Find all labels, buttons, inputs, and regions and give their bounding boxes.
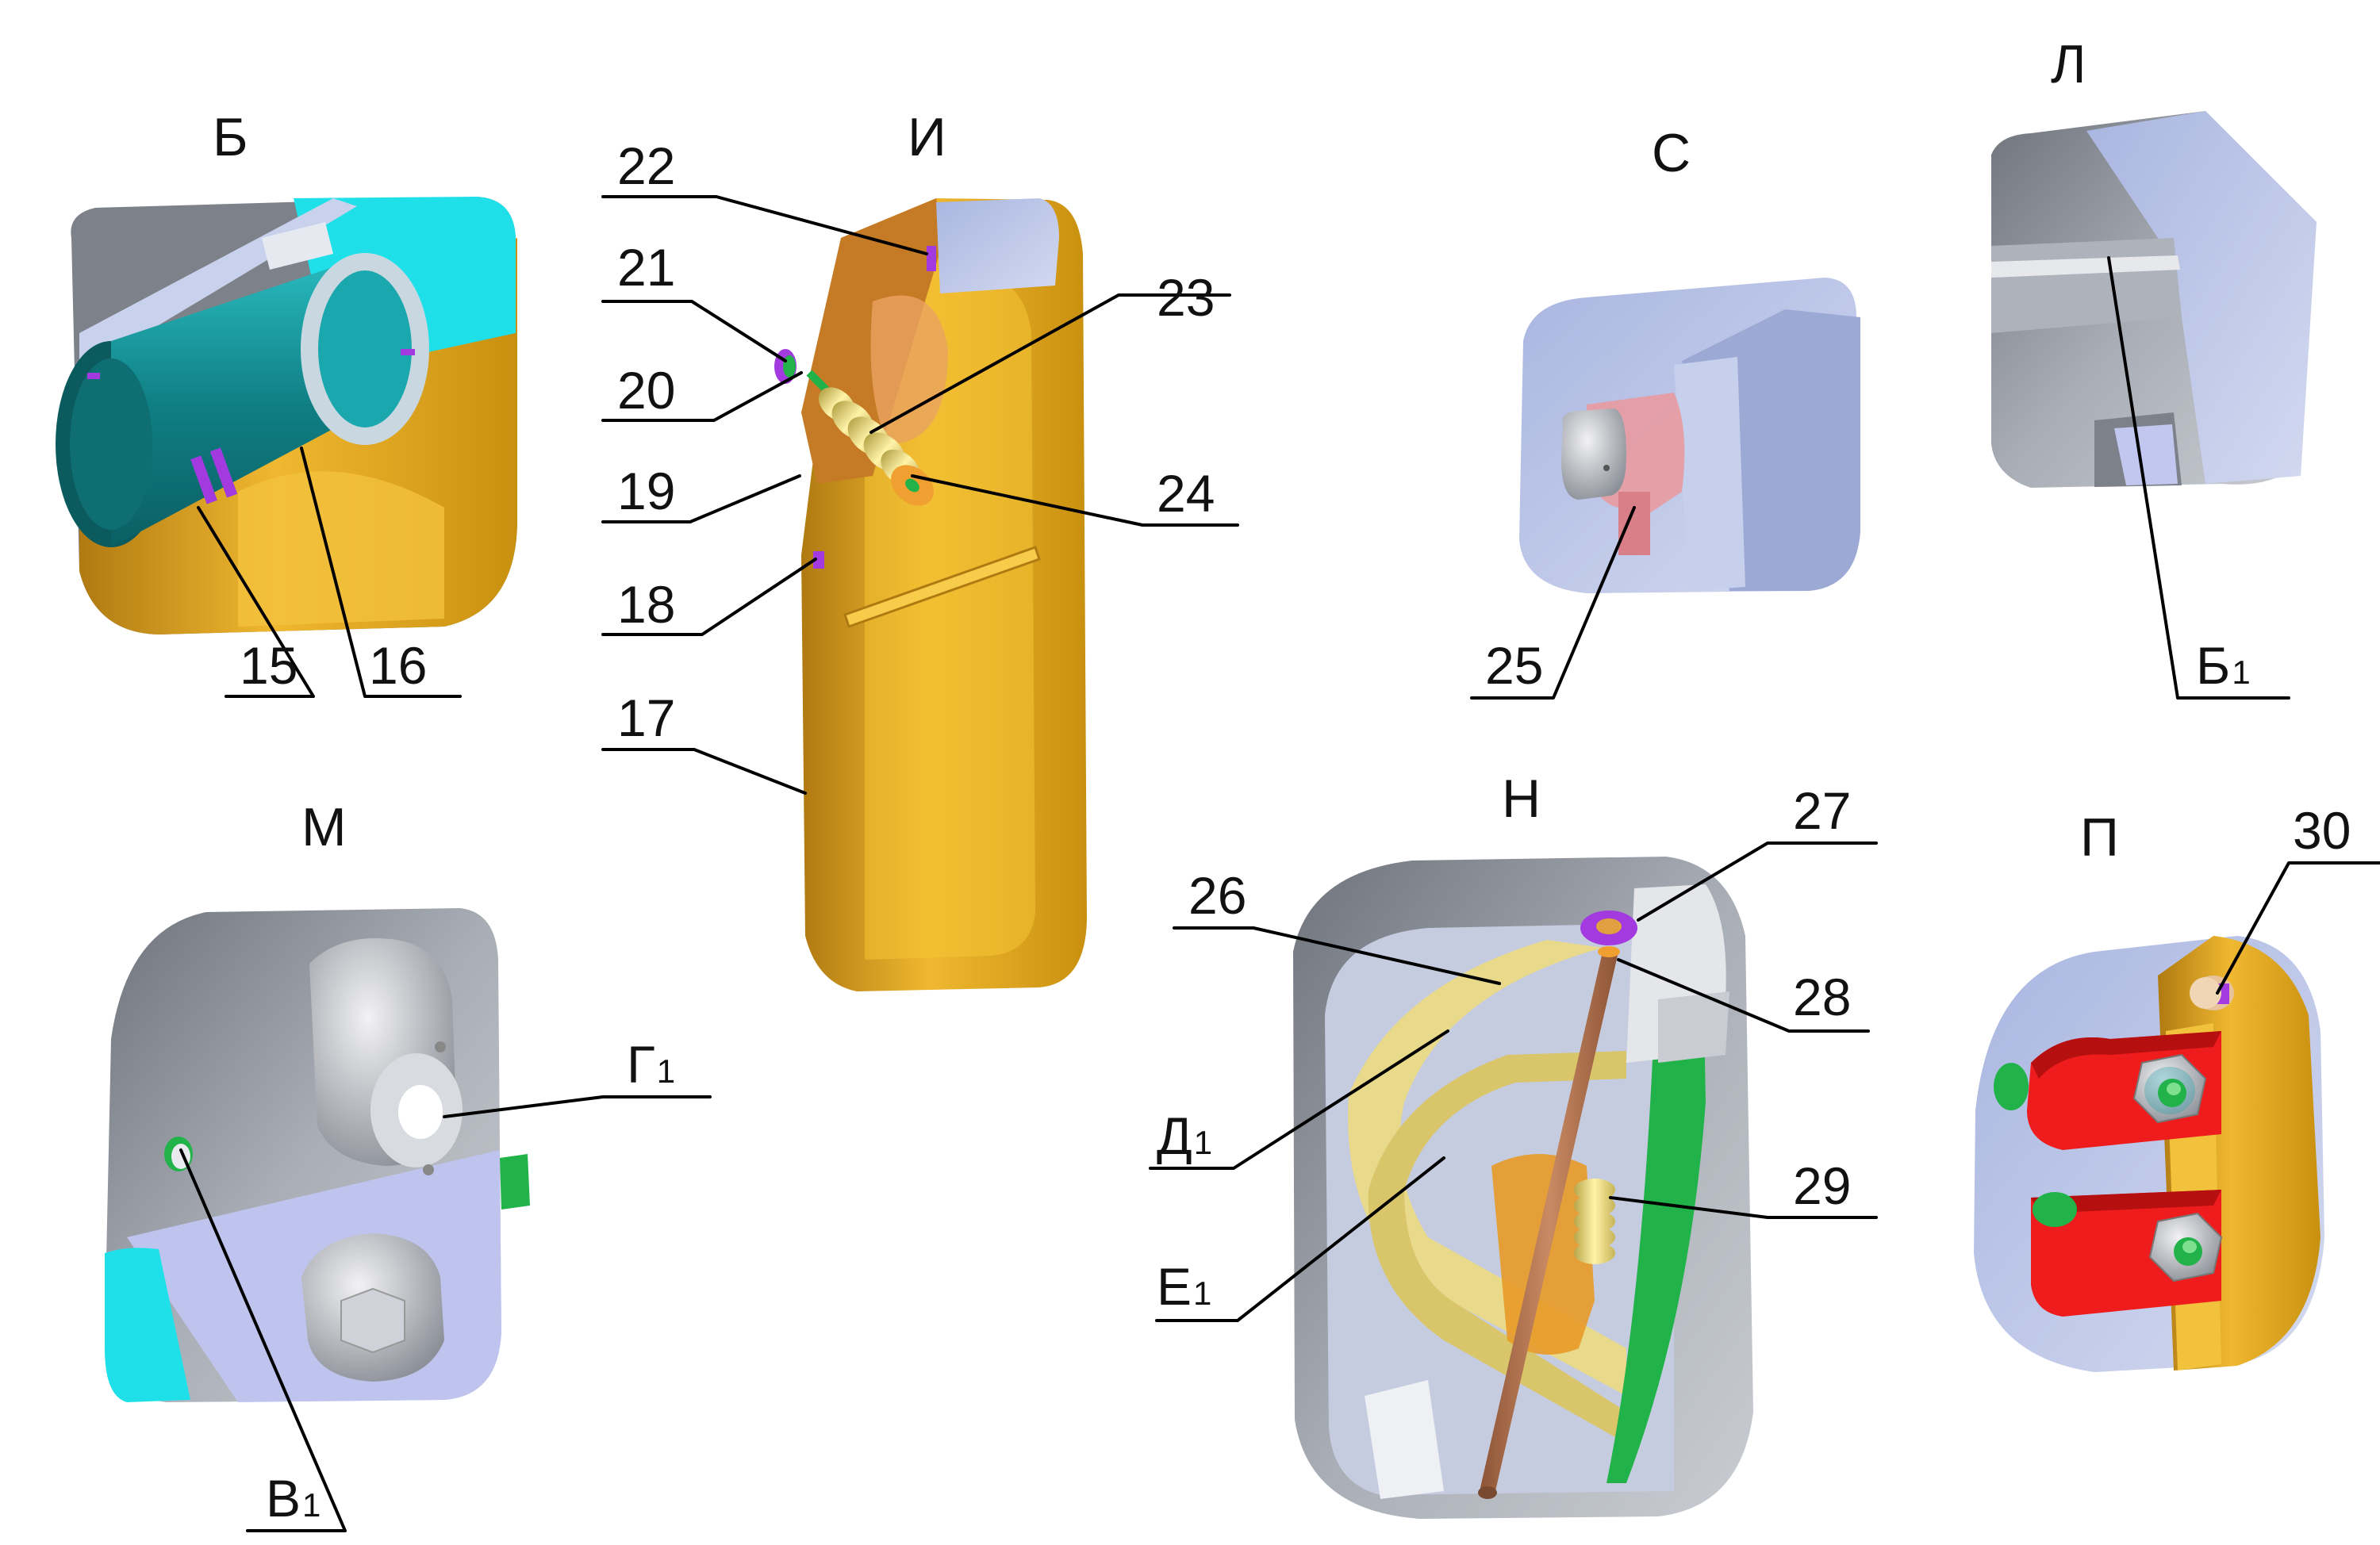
callout-16: 16 — [369, 636, 427, 695]
view-i: И — [774, 107, 1087, 991]
callout-25: 25 — [1485, 636, 1543, 695]
view-n-title: Н — [1502, 769, 1541, 829]
view-b: Б — [56, 107, 517, 634]
callout-18: 18 — [617, 575, 675, 634]
ring-e1 — [1368, 1051, 1626, 1443]
callout-b1: Б1 — [2196, 636, 2251, 695]
callout-27: 27 — [1793, 781, 1851, 840]
rod-28 — [1480, 952, 1618, 1491]
callout-23: 23 — [1157, 268, 1215, 327]
callout-22: 22 — [617, 136, 675, 195]
callout-g1: Г1 — [627, 1035, 675, 1094]
bracket-upper — [1994, 1031, 2221, 1150]
callout-19: 19 — [617, 462, 675, 520]
spring-23 — [806, 370, 934, 506]
callout-29: 29 — [1793, 1156, 1851, 1215]
callout-20: 20 — [617, 361, 675, 420]
view-l-illustration — [1991, 111, 2317, 488]
callout-v1: В1 — [266, 1469, 321, 1528]
pin-30 — [2190, 976, 2234, 1010]
boss-lower — [301, 1233, 444, 1382]
callout-d1: Д1 — [1157, 1106, 1212, 1165]
callout-24: 24 — [1157, 464, 1215, 523]
view-m-title: М — [301, 797, 347, 857]
view-b-illustration — [56, 197, 517, 634]
view-m: М — [105, 797, 530, 1402]
seal-ring — [190, 455, 217, 504]
leader-lines — [179, 195, 2380, 1532]
view-l: Л — [1991, 34, 2317, 488]
view-i-illustration — [774, 198, 1087, 991]
view-s-title: С — [1652, 123, 1691, 183]
callout-26: 26 — [1188, 866, 1246, 925]
callout-30: 30 — [2293, 801, 2351, 860]
callout-labels: 15 16 22 21 20 23 24 19 18 17 25 Б1 В1 Г… — [240, 136, 2351, 1528]
view-n-illustration — [1293, 857, 1753, 1519]
bolt-head — [1561, 408, 1626, 500]
callout-e1: Е1 — [1157, 1257, 1211, 1316]
view-p: П — [1974, 807, 2324, 1372]
boss-g1 — [309, 938, 463, 1175]
callout-28: 28 — [1793, 968, 1851, 1026]
view-i-title: И — [908, 107, 946, 167]
bracket-lower — [2031, 1190, 2223, 1317]
spring-29 — [1574, 1179, 1615, 1264]
view-s-illustration — [1519, 278, 1860, 593]
view-n: Н — [1293, 769, 1753, 1519]
callout-15: 15 — [240, 636, 298, 695]
view-p-title: П — [2080, 807, 2119, 868]
view-m-illustration — [105, 908, 530, 1402]
view-l-title: Л — [2051, 34, 2086, 94]
callout-17: 17 — [617, 688, 675, 747]
callout-21: 21 — [617, 238, 675, 297]
view-b-title: Б — [213, 107, 248, 167]
view-s: С — [1519, 123, 1860, 593]
view-p-illustration — [1974, 936, 2324, 1372]
